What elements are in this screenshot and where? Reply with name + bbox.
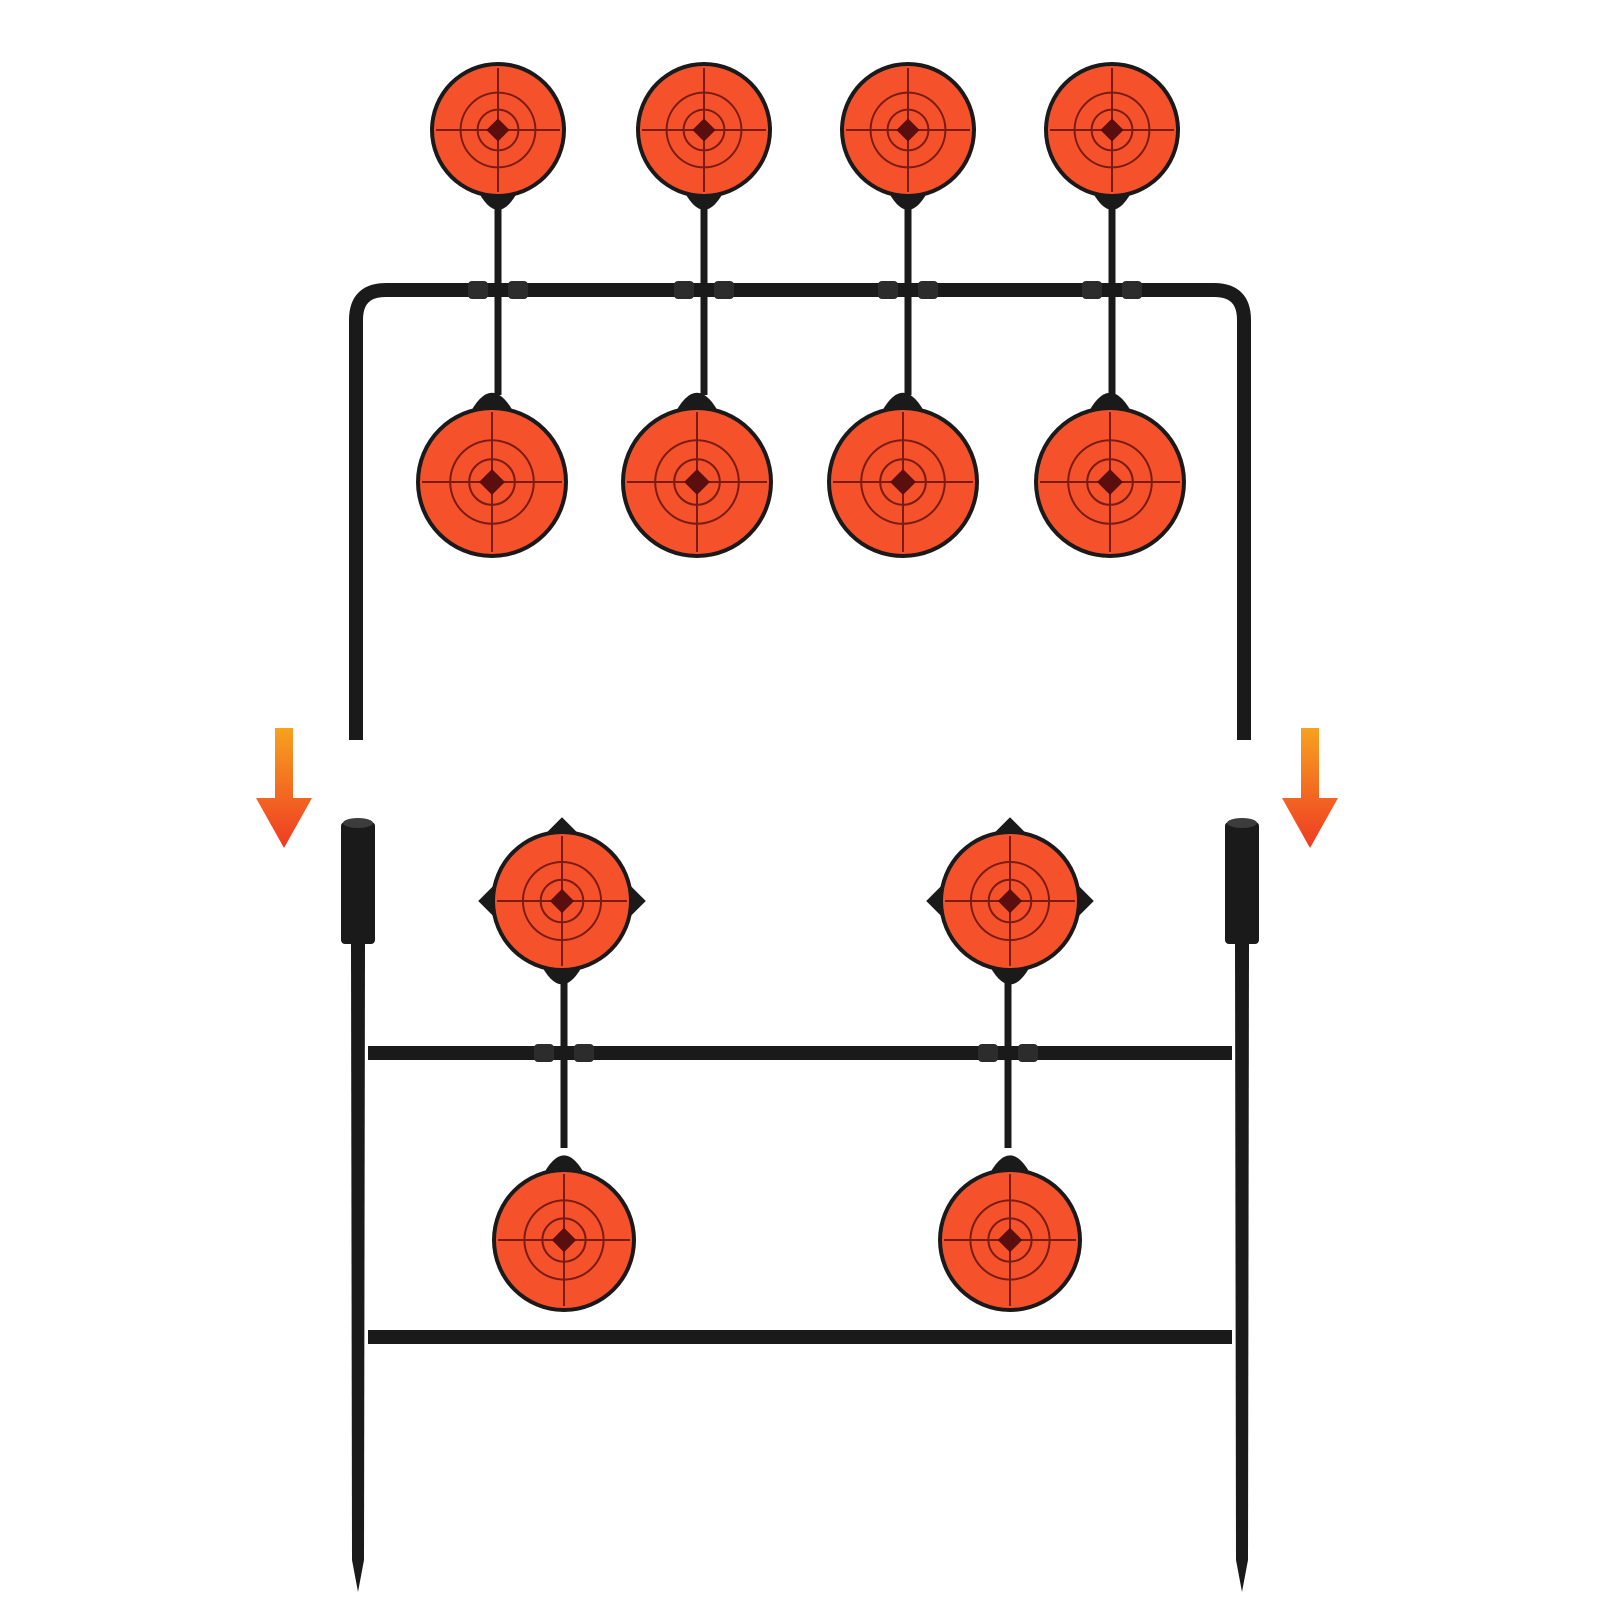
pivot-collar-left-lower-2 <box>978 1044 998 1062</box>
bullseye-target-icon <box>938 1155 1082 1312</box>
pivot-collar-right-upper-3 <box>918 281 938 299</box>
pivot-collar-right-upper-1 <box>508 281 528 299</box>
upper-frame <box>349 283 1251 740</box>
lower-frame <box>341 818 1259 1592</box>
upper-frame-rod <box>349 283 1251 740</box>
pivot-collar-right-lower-1 <box>574 1044 594 1062</box>
pivot-collar-left-upper-1 <box>468 281 488 299</box>
bullseye-target-icon <box>492 1155 636 1312</box>
arrow-down-icon <box>256 728 312 848</box>
socket-tube-left <box>341 822 375 944</box>
bullseye-target-icon <box>1034 392 1186 558</box>
pivot-collar-right-lower-2 <box>1018 1044 1038 1062</box>
bullseye-target-icon <box>1044 62 1180 210</box>
ground-stake-right <box>1235 944 1249 1592</box>
ground-stake-left <box>351 944 365 1592</box>
socket-opening-right <box>1227 818 1257 828</box>
bullseye-target-icon <box>478 817 646 985</box>
pivot-collar-left-upper-2 <box>674 281 694 299</box>
socket-tube-right <box>1225 822 1259 944</box>
pivot-collar-right-upper-4 <box>1122 281 1142 299</box>
assembly-arrows <box>256 728 1338 848</box>
pivot-collar-left-upper-3 <box>878 281 898 299</box>
bullseye-target-icon <box>926 817 1094 985</box>
lower-crossbar-bottom <box>368 1330 1232 1344</box>
bullseye-target-icon <box>636 62 772 210</box>
pivot-collar-left-lower-1 <box>534 1044 554 1062</box>
bullseye-target-icon <box>430 62 566 210</box>
pivot-collar-left-upper-4 <box>1082 281 1102 299</box>
socket-opening-left <box>343 818 373 828</box>
arrow-down-icon <box>1282 728 1338 848</box>
bullseye-target-icon <box>827 392 979 558</box>
lower-crossbar-middle <box>368 1046 1232 1060</box>
bullseye-target-icon <box>621 392 773 558</box>
bullseye-target-icon <box>840 62 976 210</box>
targets <box>416 62 1186 1312</box>
bullseye-target-icon <box>416 392 568 558</box>
spinner-arms <box>468 200 1142 1148</box>
pivot-collar-right-upper-2 <box>714 281 734 299</box>
